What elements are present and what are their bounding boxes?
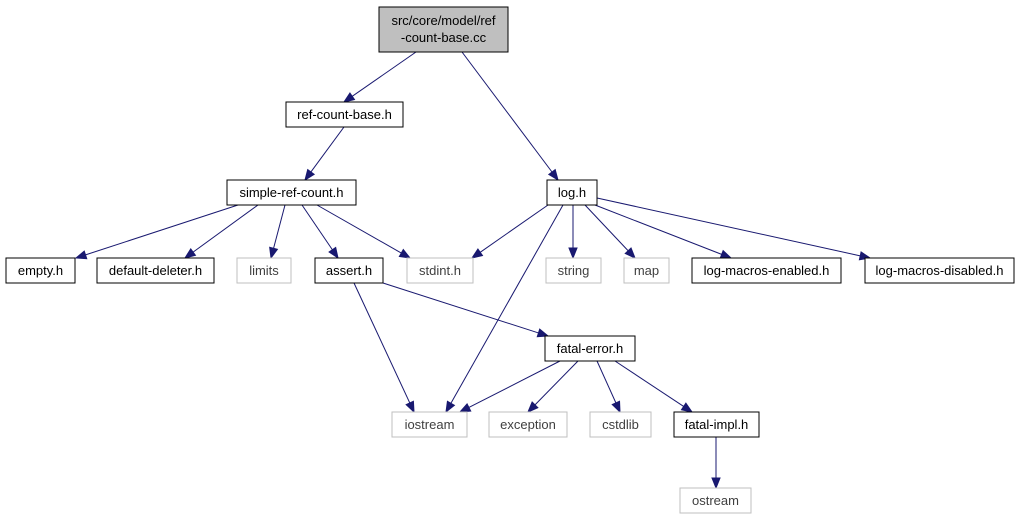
node-fatal-impl-h-label: fatal-impl.h xyxy=(685,417,749,432)
arrowhead-log-h-to-map xyxy=(624,247,636,259)
node-root-file: src/core/model/ref -count-base.cc xyxy=(378,6,509,53)
node-fatal-error-h[interactable]: fatal-error.h xyxy=(544,335,636,362)
arrowhead-simple-ref-count-h-to-empty-h xyxy=(74,250,88,260)
node-ref-count-base-h[interactable]: ref-count-base.h xyxy=(285,101,404,128)
node-string: string xyxy=(545,257,602,284)
node-log-macros-enabled-h-label: log-macros-enabled.h xyxy=(704,263,830,278)
node-iostream-label: iostream xyxy=(405,417,455,432)
node-log-macros-enabled-h[interactable]: log-macros-enabled.h xyxy=(691,257,842,284)
edge-simple-ref-count-h-to-assert-h xyxy=(301,204,333,251)
arrowhead-simple-ref-count-h-to-assert-h xyxy=(328,246,339,260)
arrowhead-log-h-to-log-macros-enabled-h xyxy=(719,249,733,259)
edge-fatal-error-h-to-cstdlib xyxy=(596,360,617,404)
node-empty-h-label: empty.h xyxy=(18,263,63,278)
arrowhead-fatal-error-h-to-cstdlib xyxy=(611,400,621,414)
arrowhead-simple-ref-count-h-to-limits xyxy=(269,246,279,260)
node-exception-label: exception xyxy=(500,417,556,432)
arrowhead-fatal-impl-h-to-ostream xyxy=(711,477,721,490)
node-map: map xyxy=(623,257,670,284)
node-cstdlib: cstdlib xyxy=(589,411,652,438)
edge-assert-h-to-iostream xyxy=(353,282,411,404)
arrowhead-simple-ref-count-h-to-stdint-h xyxy=(398,248,412,259)
node-default-deleter-h[interactable]: default-deleter.h xyxy=(96,257,215,284)
node-map-label: map xyxy=(634,263,659,278)
edge-log-h-to-stdint-h xyxy=(479,204,549,253)
node-empty-h[interactable]: empty.h xyxy=(5,257,76,284)
node-iostream: iostream xyxy=(391,411,468,438)
node-ostream-label: ostream xyxy=(692,493,739,508)
nodes-layer: src/core/model/ref -count-base.cc ref-co… xyxy=(5,6,1015,514)
node-stdint-h: stdint.h xyxy=(406,257,474,284)
arrowhead-ref-count-base-h-to-simple-ref-count-h xyxy=(304,168,316,182)
node-limits: limits xyxy=(236,257,292,284)
node-fatal-error-h-label: fatal-error.h xyxy=(557,341,623,356)
arrowhead-fatal-error-h-to-fatal-impl-h xyxy=(680,402,694,413)
node-log-macros-disabled-h-label: log-macros-disabled.h xyxy=(876,263,1004,278)
edges-layer xyxy=(74,51,872,490)
edge-root-to-log-h xyxy=(461,51,553,173)
node-ref-count-base-h-label: ref-count-base.h xyxy=(297,107,392,122)
edge-log-h-to-log-macros-enabled-h xyxy=(594,204,722,255)
arrowhead-log-h-to-string xyxy=(568,247,578,260)
node-root-file-line2: -count-base.cc xyxy=(401,30,487,45)
edge-simple-ref-count-h-to-stdint-h xyxy=(316,204,402,254)
node-string-label: string xyxy=(558,263,590,278)
arrowhead-log-h-to-stdint-h xyxy=(470,248,484,259)
edge-log-h-to-map xyxy=(584,204,629,252)
arrowhead-fatal-error-h-to-iostream xyxy=(458,403,472,413)
node-log-macros-disabled-h[interactable]: log-macros-disabled.h xyxy=(864,257,1015,284)
node-ostream: ostream xyxy=(679,487,752,514)
arrowhead-root-to-ref-count-base-h xyxy=(342,92,356,103)
arrowhead-simple-ref-count-h-to-default-deleter-h xyxy=(183,247,197,259)
arrowhead-assert-h-to-fatal-error-h xyxy=(536,328,550,338)
node-assert-h[interactable]: assert.h xyxy=(314,257,384,284)
node-simple-ref-count-h[interactable]: simple-ref-count.h xyxy=(226,179,357,206)
edge-simple-ref-count-h-to-empty-h xyxy=(85,204,239,256)
node-cstdlib-label: cstdlib xyxy=(602,417,639,432)
node-stdint-h-label: stdint.h xyxy=(419,263,461,278)
node-log-h-label: log.h xyxy=(558,185,586,200)
edge-fatal-error-h-to-fatal-impl-h xyxy=(614,360,684,407)
edge-ref-count-base-h-to-simple-ref-count-h xyxy=(310,126,345,173)
node-limits-label: limits xyxy=(249,263,279,278)
arrowhead-log-h-to-iostream xyxy=(445,400,456,414)
node-fatal-impl-h[interactable]: fatal-impl.h xyxy=(673,411,760,438)
node-default-deleter-h-label: default-deleter.h xyxy=(109,263,202,278)
arrowhead-assert-h-to-iostream xyxy=(405,400,415,414)
edge-log-h-to-iostream xyxy=(450,204,564,404)
arrowhead-fatal-error-h-to-exception xyxy=(527,401,539,413)
node-exception: exception xyxy=(488,411,568,438)
edge-fatal-error-h-to-iostream xyxy=(468,360,561,408)
node-root-file-line1: src/core/model/ref xyxy=(391,13,495,28)
node-log-h[interactable]: log.h xyxy=(546,179,598,206)
edge-simple-ref-count-h-to-default-deleter-h xyxy=(192,204,259,253)
edge-log-h-to-log-macros-disabled-h xyxy=(596,197,861,257)
edge-fatal-error-h-to-exception xyxy=(534,360,579,406)
edge-simple-ref-count-h-to-limits xyxy=(273,204,286,249)
edge-root-to-ref-count-base-h xyxy=(351,51,417,97)
node-assert-h-label: assert.h xyxy=(326,263,372,278)
arrowhead-root-to-log-h xyxy=(547,168,559,182)
edge-assert-h-to-fatal-error-h xyxy=(382,282,539,334)
node-simple-ref-count-h-label: simple-ref-count.h xyxy=(239,185,343,200)
